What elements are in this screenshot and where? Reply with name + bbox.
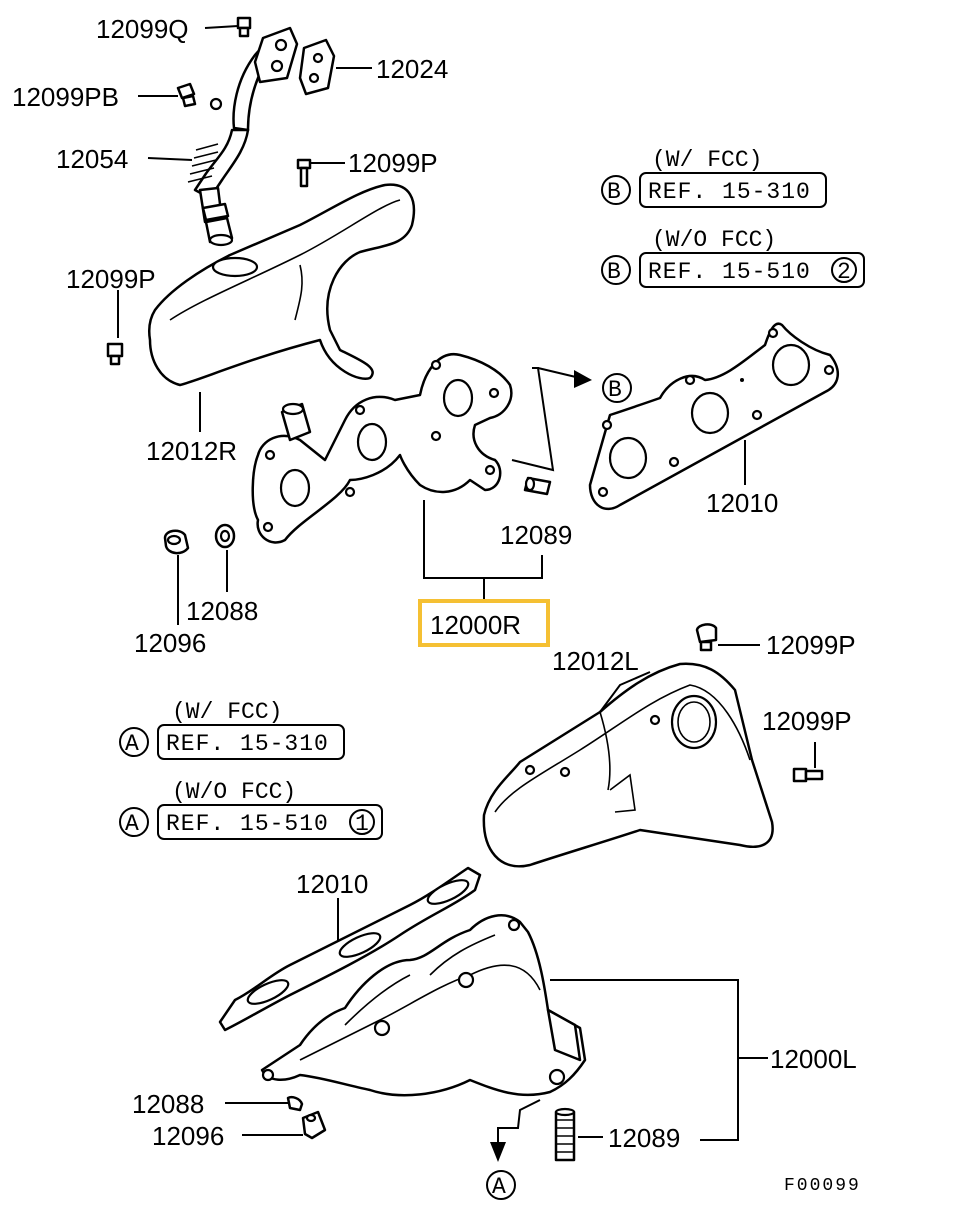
label-12096-top: 12096 (134, 628, 206, 658)
ref-a-with-fcc: REF. 15-310 (166, 731, 329, 757)
gasket-12010-top (588, 322, 839, 511)
reference-b-without-fcc: (W/O FCC) B REF. 15-510 2 (601, 227, 865, 288)
exhaust-manifold-12000R (251, 352, 513, 544)
label-12088-top: 12088 (186, 596, 258, 626)
label-12099PB: 12099PB (12, 82, 119, 112)
ref-a-without-fcc: REF. 15-510 (166, 811, 329, 837)
label-12054: 12054 (56, 144, 128, 174)
label-12099P-d: 12099P (762, 706, 852, 736)
ref-a-without-fcc-number: 1 (355, 811, 369, 837)
heat-protector-12012L (482, 623, 824, 868)
part-number-labels: 12099Q 12024 12099PB 12054 12099P 12099P… (12, 14, 857, 1153)
figure-code: F00099 (784, 1176, 861, 1196)
leaders-mid (177, 367, 746, 625)
marker-b-2: B (607, 259, 621, 285)
arrow-b-marker: B (602, 373, 632, 403)
label-12099Q: 12099Q (96, 14, 189, 44)
marker-b-1: B (607, 179, 621, 205)
ref-b-without-fcc-number: 2 (837, 259, 851, 285)
highlight-box (418, 599, 550, 647)
reference-b-with-fcc: (W/ FCC) B REF. 15-310 (601, 147, 827, 208)
arrow-a-marker: A (486, 1170, 516, 1200)
reference-a-without-fcc: (W/O FCC) A REF. 15-510 1 (119, 779, 383, 840)
label-12012R: 12012R (146, 436, 237, 466)
gasket-12010-bottom (218, 866, 482, 1032)
label-12000R: 12000R (430, 610, 521, 640)
marker-b-arrow: B (608, 377, 622, 403)
label-12012L: 12012L (552, 646, 639, 676)
label-12096-bottom: 12096 (152, 1121, 224, 1151)
label-12099P-a: 12099P (348, 148, 438, 178)
label-12099P-c: 12099P (766, 630, 856, 660)
caption-b-without-fcc: (W/O FCC) (652, 227, 776, 253)
label-12088-bottom: 12088 (132, 1089, 204, 1119)
label-12010-top: 12010 (706, 488, 778, 518)
caption-a-without-fcc: (W/O FCC) (172, 779, 296, 805)
leaders-top (117, 25, 372, 432)
oil-pipe-12054 (176, 16, 336, 247)
exhaust-manifold-12000L (260, 914, 587, 1097)
nut-washer-top (163, 523, 236, 555)
ref-b-with-fcc: REF. 15-310 (648, 179, 811, 205)
marker-a-arrow: A (492, 1174, 506, 1200)
label-12099P-b: 12099P (66, 264, 156, 294)
reference-a-with-fcc: (W/ FCC) A REF. 15-310 (119, 699, 345, 760)
label-12089-top: 12089 (500, 520, 572, 550)
label-12024: 12024 (376, 54, 448, 84)
ref-b-without-fcc: REF. 15-510 (648, 259, 811, 285)
marker-a-2: A (125, 811, 139, 837)
caption-a-with-fcc: (W/ FCC) (172, 699, 282, 725)
stud-12089-top (523, 476, 552, 496)
caption-b-with-fcc: (W/ FCC) (652, 147, 762, 173)
label-12089-bottom: 12089 (608, 1123, 680, 1153)
heat-protector-12012R (106, 158, 416, 387)
marker-a-1: A (125, 731, 139, 757)
fasteners-bottom (286, 1096, 576, 1162)
label-12000L: 12000L (770, 1044, 857, 1074)
label-12010-bottom: 12010 (296, 869, 368, 899)
